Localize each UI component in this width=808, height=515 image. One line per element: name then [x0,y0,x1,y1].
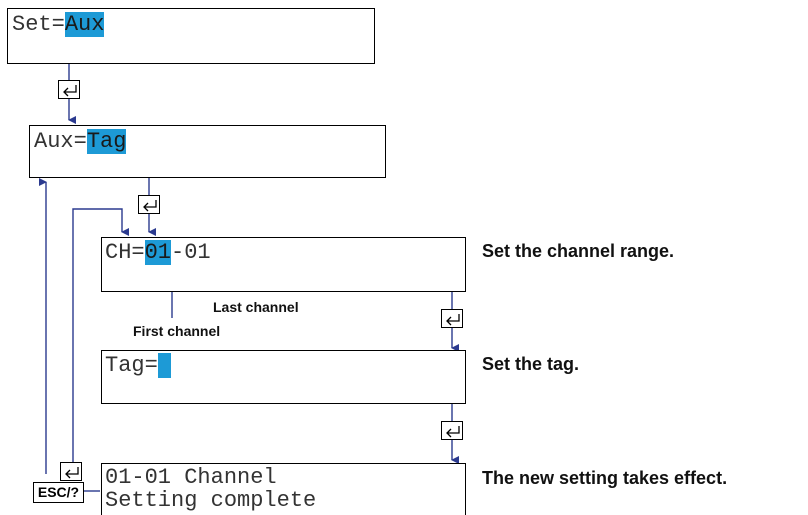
tag-prefix: Tag= [105,353,158,378]
aux-value: Tag [86,129,127,154]
ch-prefix: CH= [105,240,145,265]
display-complete: 01-01 Channel Setting complete [101,463,466,515]
enter-arrow-icon [63,85,77,97]
complete-line-2: Setting complete [105,488,317,513]
tag-cursor [157,353,172,378]
enter-key-icon[interactable] [441,309,463,328]
enter-key-icon[interactable] [60,462,82,481]
enter-key-icon[interactable] [138,195,160,214]
ch-last-value: -01 [171,240,211,265]
display-set: Set=Aux [7,8,375,64]
enter-arrow-icon [143,200,157,212]
enter-arrow-icon [446,314,460,326]
set-value: Aux [64,12,105,37]
label-set-channel-range: Set the channel range. [482,241,675,261]
enter-arrow-icon [65,467,79,479]
label-new-setting: The new setting takes effect. [482,468,728,488]
label-first-channel: First channel [133,323,221,339]
ch-first-value: 01 [144,240,172,265]
label-last-channel: Last channel [213,299,299,315]
label-set-tag: Set the tag. [482,354,580,374]
loop-complete-to-ch [72,208,129,462]
display-aux: Aux=Tag [29,125,386,178]
esc-key[interactable]: ESC/? [33,482,84,503]
display-channel-range: CH=01-01 [101,237,466,292]
enter-key-icon[interactable] [441,421,463,440]
complete-line-1: 01-01 Channel [105,465,277,490]
display-tag: Tag= [101,350,466,404]
set-prefix: Set= [12,12,65,37]
enter-arrow-icon [446,426,460,438]
aux-prefix: Aux= [34,129,87,154]
enter-key-icon[interactable] [58,80,80,99]
